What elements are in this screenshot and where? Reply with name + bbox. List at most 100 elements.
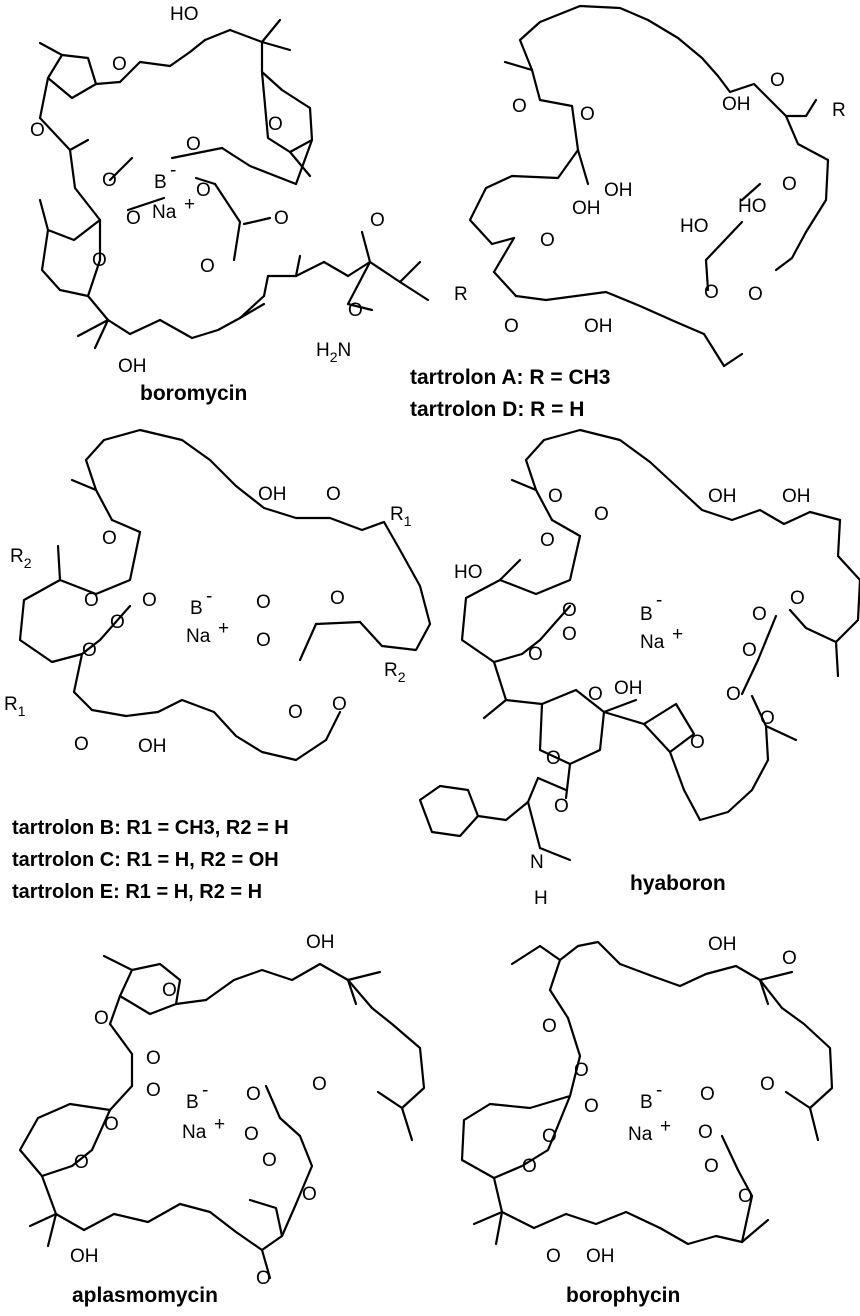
- atom-o: O: [588, 684, 603, 705]
- atom-o: O: [112, 54, 127, 75]
- label-borophycin: borophycin: [566, 1284, 680, 1307]
- atom-o: O: [84, 590, 99, 611]
- atom-oh: OH: [70, 1246, 99, 1267]
- atom-o: O: [246, 1084, 261, 1105]
- atom-h2n: H2N: [316, 340, 351, 365]
- atom-o: O: [262, 1150, 277, 1171]
- atom-o: O: [584, 1096, 599, 1117]
- atom-o: O: [790, 588, 805, 609]
- atom-o: O: [594, 504, 609, 525]
- atom-oh: OH: [614, 678, 643, 699]
- atom-o: O: [186, 134, 201, 155]
- atom-o: O: [268, 114, 283, 135]
- atom-o: O: [760, 1074, 775, 1095]
- atom-o: O: [200, 256, 215, 277]
- atom-o: O: [256, 1268, 271, 1289]
- atom-o: O: [548, 486, 563, 507]
- atom-o: O: [312, 1074, 327, 1095]
- atom-o: O: [554, 796, 569, 817]
- atom-o: O: [146, 1080, 161, 1101]
- atom-oh: OH: [722, 94, 751, 115]
- atom-charge-minus: -: [206, 586, 212, 607]
- atom-o: O: [542, 1126, 557, 1147]
- atom-o: O: [542, 1016, 557, 1037]
- atom-o: O: [142, 590, 157, 611]
- atom-o: O: [760, 708, 775, 729]
- atom-o: O: [704, 282, 719, 303]
- atom-o: O: [82, 640, 97, 661]
- atom-ho: HO: [680, 216, 709, 237]
- atom-o: O: [546, 748, 561, 769]
- atom-o: O: [504, 316, 519, 337]
- atom-charge-minus: -: [202, 1080, 208, 1101]
- atom-charge-plus: +: [214, 1114, 225, 1135]
- atom-b: B: [640, 1092, 653, 1113]
- atom-o: O: [528, 644, 543, 665]
- atom-na: Na: [152, 202, 177, 223]
- atom-charge-minus: -: [170, 160, 176, 181]
- atom-na: Na: [628, 1124, 653, 1145]
- label-boromycin: boromycin: [140, 382, 247, 405]
- hyaboron-structure: HO O O O O B - Na + O O O O O O OH O O O…: [418, 428, 860, 909]
- atom-o: O: [348, 300, 363, 321]
- atom-o: O: [690, 732, 705, 753]
- atom-o: O: [770, 70, 785, 91]
- atom-oh: OH: [604, 180, 633, 201]
- borophycin-structure: O O O O O B - Na + O O O O O OH O O OH b…: [460, 934, 834, 1307]
- atom-oh: OH: [708, 486, 737, 507]
- atom-o: O: [126, 208, 141, 229]
- atom-r: R: [454, 284, 468, 305]
- atom-o: O: [704, 1156, 719, 1177]
- atom-oh: OH: [118, 356, 147, 377]
- atom-charge-minus: -: [656, 590, 662, 611]
- atom-o: O: [782, 948, 797, 969]
- atom-o: O: [256, 630, 271, 651]
- atom-b: B: [154, 172, 167, 193]
- boromycin-structure: HO O O O O O O O B - Na + O O O O O OH H…: [30, 4, 430, 405]
- atom-o: O: [370, 210, 385, 231]
- atom-o: O: [146, 1048, 161, 1069]
- atom-o: O: [330, 588, 345, 609]
- atom-o: O: [752, 604, 767, 625]
- atom-o: O: [512, 96, 527, 117]
- tartrolon-ad-structure: O O OH OH O OH O R O HO HO O O R O OH ta…: [410, 4, 846, 421]
- atom-o: O: [574, 1060, 589, 1081]
- atom-b: B: [190, 598, 203, 619]
- atom-o: O: [74, 734, 89, 755]
- atom-o: O: [162, 980, 177, 1001]
- atom-oh: OH: [782, 486, 811, 507]
- atom-o: O: [274, 208, 289, 229]
- atom-oh: OH: [306, 932, 335, 953]
- atom-o: O: [562, 624, 577, 645]
- atom-o: O: [244, 1124, 259, 1145]
- atom-o: O: [726, 684, 741, 705]
- atom-o: O: [110, 612, 125, 633]
- atom-o: O: [698, 1122, 713, 1143]
- atom-charge-plus: +: [218, 618, 229, 639]
- atom-o: O: [302, 1184, 317, 1205]
- aplasmomycin-structure: O O O O O O B - Na + O O O O O O OH OH a…: [18, 932, 426, 1307]
- atom-o: O: [30, 120, 45, 141]
- label-aplasmomycin: aplasmomycin: [72, 1284, 218, 1307]
- atom-ho: HO: [738, 196, 767, 217]
- atom-o: O: [256, 592, 271, 613]
- atom-na: Na: [182, 1122, 207, 1143]
- atom-o: O: [326, 484, 341, 505]
- atom-o: O: [102, 170, 117, 191]
- atom-h: H: [534, 888, 548, 909]
- atom-b: B: [640, 604, 653, 625]
- atom-o: O: [562, 600, 577, 621]
- atom-o: O: [748, 284, 763, 305]
- atom-charge-plus: +: [660, 1116, 671, 1137]
- atom-o: O: [522, 1156, 537, 1177]
- label-tartrolon-d: tartrolon D: R = H: [410, 398, 584, 421]
- atom-o: O: [700, 1084, 715, 1105]
- atom-o: O: [546, 1246, 561, 1267]
- atom-oh: OH: [584, 316, 613, 337]
- label-tartrolon-a: tartrolon A: R = CH3: [410, 366, 610, 389]
- atom-na: Na: [640, 632, 665, 653]
- label-tartrolon-e: tartrolon E: R1 = H, R2 = H: [12, 881, 262, 903]
- tartrolon-bce-structure: R2 O O O O B - Na + O O O R2 O O O OH O …: [4, 428, 432, 903]
- atom-r2: R2: [10, 546, 32, 571]
- atom-o: O: [196, 180, 211, 201]
